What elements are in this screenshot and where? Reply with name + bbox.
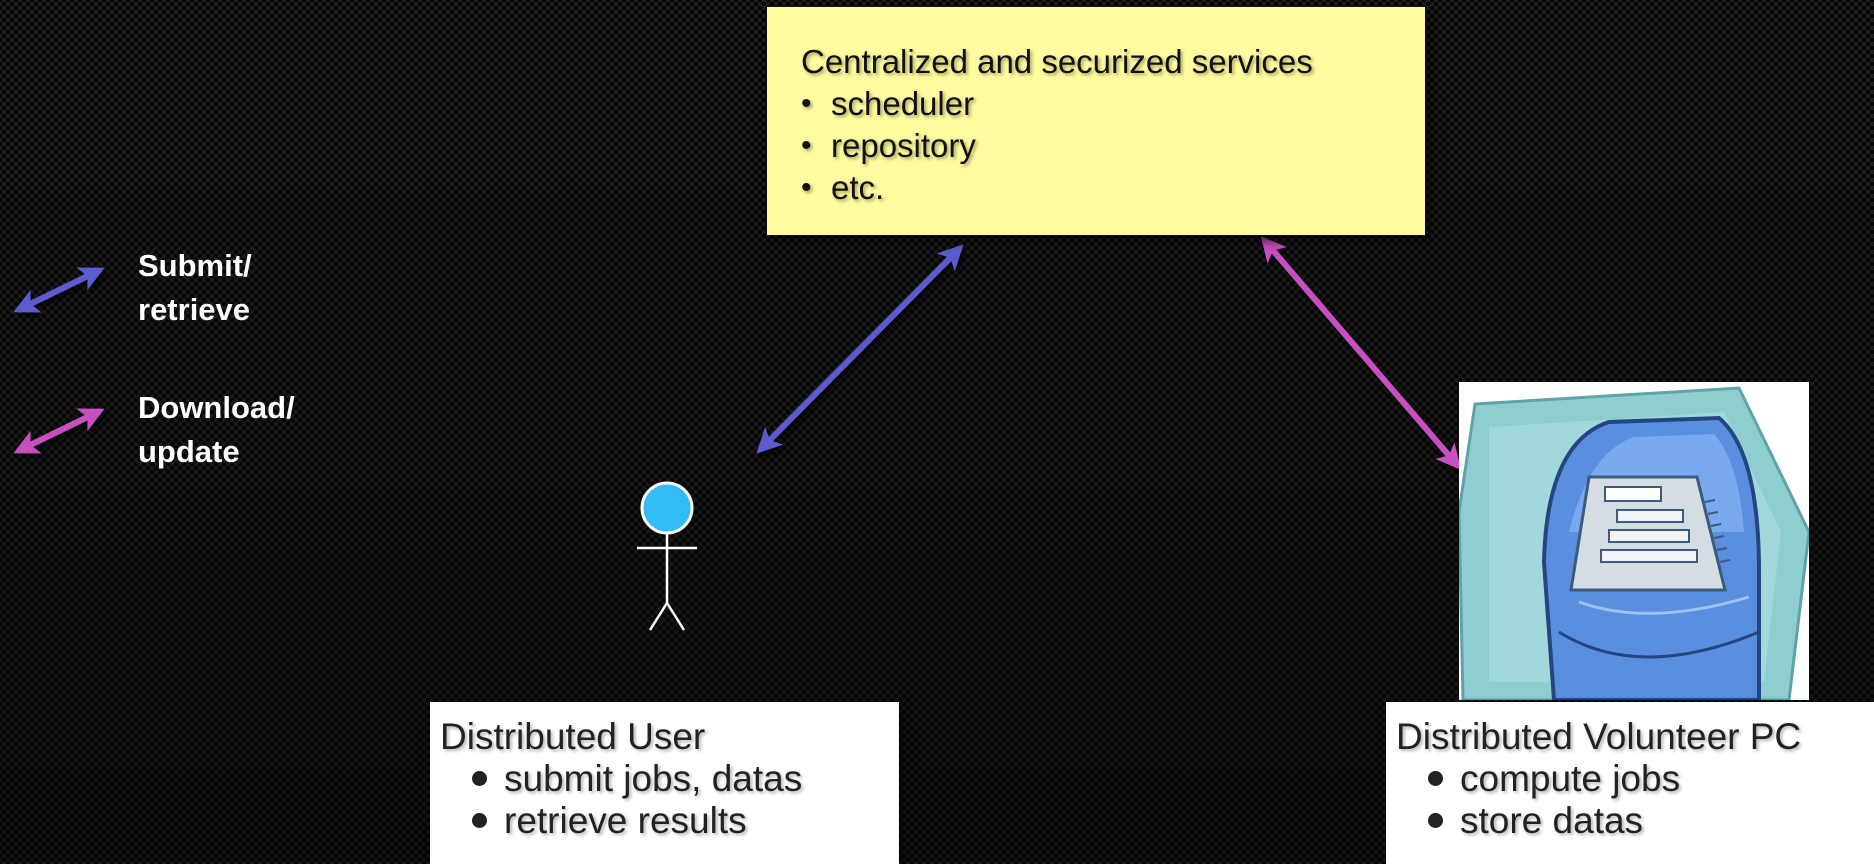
legend-arrow-download xyxy=(13,408,105,454)
services-box: Centralized and securized services • sche… xyxy=(767,7,1425,235)
services-title: Centralized and securized services xyxy=(801,43,1313,80)
user-box-item-label: retrieve results xyxy=(504,800,747,841)
volunteer-box-list: compute jobs store datas xyxy=(1386,758,1874,842)
submit-retrieve-arrow xyxy=(756,244,964,454)
list-item: submit jobs, datas xyxy=(430,758,899,800)
volunteer-box-item-label: compute jobs xyxy=(1460,758,1681,799)
list-item: • etc. xyxy=(801,167,1425,209)
user-box-list: submit jobs, datas retrieve results xyxy=(430,758,899,842)
services-list: • scheduler • repository • etc. xyxy=(801,83,1425,209)
list-item: • scheduler xyxy=(801,83,1425,125)
services-item-label: etc. xyxy=(831,169,885,206)
user-box-title: Distributed User xyxy=(440,716,706,757)
legend-arrow-submit xyxy=(13,267,105,313)
bullet-icon: • xyxy=(801,171,812,204)
legend-label-submit-line1: Submit/ xyxy=(138,248,252,283)
list-item: retrieve results xyxy=(430,800,899,842)
volunteer-box-item-label: store datas xyxy=(1460,800,1644,841)
list-item: compute jobs xyxy=(1386,758,1874,800)
bullet-icon xyxy=(472,813,487,828)
legend-label-download-line2: update xyxy=(138,434,240,469)
legend-label-submit: Submit/ retrieve xyxy=(138,244,378,332)
bullet-icon: • xyxy=(801,87,812,120)
legend-label-download: Download/ update xyxy=(138,386,378,474)
volunteer-box-title: Distributed Volunteer PC xyxy=(1396,716,1802,757)
computer-tower-icon xyxy=(1457,386,1811,702)
bullet-icon: • xyxy=(801,129,812,162)
user-box: Distributed User submit jobs, datas retr… xyxy=(430,702,899,864)
services-item-label: scheduler xyxy=(831,85,975,122)
volunteer-pc-image xyxy=(1457,382,1811,702)
bullet-icon xyxy=(1428,771,1443,786)
list-item: store datas xyxy=(1386,800,1874,842)
list-item: • repository xyxy=(801,125,1425,167)
user-box-item-label: submit jobs, datas xyxy=(504,758,803,799)
bullet-icon xyxy=(1428,813,1443,828)
legend-label-download-line1: Download/ xyxy=(138,390,295,425)
services-item-label: repository xyxy=(831,127,976,164)
volunteer-box: Distributed Volunteer PC compute jobs st… xyxy=(1386,702,1874,864)
stick-figure-icon xyxy=(637,481,697,631)
download-update-arrow xyxy=(1260,236,1462,470)
bullet-icon xyxy=(472,771,487,786)
legend-label-submit-line2: retrieve xyxy=(138,292,251,327)
